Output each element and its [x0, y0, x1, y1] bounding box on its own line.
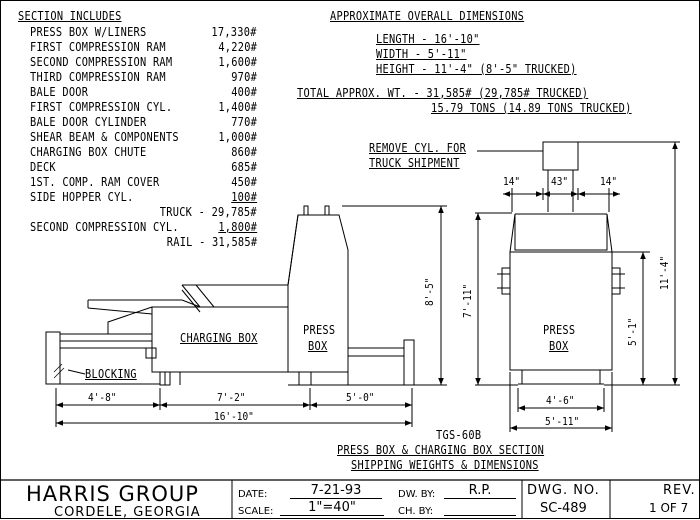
drawing-number-value: SC-489	[540, 501, 587, 516]
caption-line2: SHIPPING WEIGHTS & DIMENSIONS	[351, 458, 539, 472]
weight-item-label: SIDE HOPPER CYL.	[30, 190, 134, 204]
side-box-label: BOX	[308, 339, 328, 353]
remove-cyl-line2: TRUCK SHIPMENT	[369, 156, 460, 170]
second-compression-cyl-label: SECOND COMPRESSION CYL.	[30, 220, 179, 234]
checked-by-value	[444, 500, 516, 516]
drawn-by-value: R.P.	[444, 483, 516, 499]
weight-item-value: 770#	[231, 115, 257, 129]
weight-item-value: 970#	[231, 70, 257, 84]
end-box-label: BOX	[549, 339, 569, 353]
weight-item-label: FIRST COMPRESSION RAM	[30, 40, 166, 54]
weight-item-value: 860#	[231, 145, 257, 159]
weight-item-label: BALE DOOR CYLINDER	[30, 115, 147, 129]
weight-item-label: CHARGING BOX CHUTE	[30, 145, 147, 159]
dim-8-5: 8'-5"	[423, 277, 436, 306]
revision-label: REV.	[663, 483, 696, 498]
total-weight: TOTAL APPROX. WT. - 31,585# (29,785# TRU…	[297, 86, 589, 100]
second-compression-cyl-value: 1,800#	[218, 220, 257, 234]
revision-value: 1 OF 7	[649, 501, 689, 515]
section-includes-heading: SECTION INCLUDES	[18, 9, 122, 23]
weight-item-value: 1,000#	[218, 130, 257, 144]
caption-line1: PRESS BOX & CHARGING BOX SECTION	[337, 443, 545, 457]
total-tons: 15.79 TONS (14.89 TONS TRUCKED)	[431, 101, 632, 115]
weight-item-value: 100#	[231, 190, 257, 204]
weight-item-label: THIRD COMPRESSION RAM	[30, 70, 166, 84]
weight-item-value: 685#	[231, 160, 257, 174]
weight-item-value: 1,600#	[218, 55, 257, 69]
weight-item-label: DECK	[30, 160, 56, 174]
weight-item-value: 17,330#	[211, 25, 257, 39]
remove-cyl-line1: REMOVE CYL. FOR	[369, 141, 467, 155]
dim-4-8: 4'-8"	[88, 391, 117, 404]
dim-4-6: 4'-6"	[546, 394, 575, 407]
weight-item-label: SECOND COMPRESSION RAM	[30, 55, 173, 69]
dim-5-1: 5'-1"	[626, 317, 639, 346]
dim-11-4: 11'-4"	[658, 255, 671, 290]
dim-7-2: 7'-2"	[217, 391, 246, 404]
side-press-label: PRESS	[303, 323, 336, 337]
scale-label: SCALE:	[238, 506, 274, 517]
date-label: DATE:	[238, 489, 268, 500]
truck-weight: TRUCK - 29,785#	[159, 205, 257, 219]
company-name: HARRIS GROUP	[26, 482, 199, 506]
date-value: 7-21-93	[290, 483, 382, 499]
drawn-by-label: DW. BY:	[398, 489, 436, 500]
weight-item-value: 450#	[231, 175, 257, 189]
scale-value: 1"=40"	[280, 500, 384, 516]
weight-item-label: BALE DOOR	[30, 85, 89, 99]
dim-16-10: 16'-10"	[214, 410, 254, 423]
dim-5-11: 5'-11"	[545, 415, 580, 428]
company-location: CORDELE, GEORGIA	[54, 505, 201, 520]
drawing-number-label: DWG. NO.	[527, 483, 600, 498]
weight-item-label: SHEAR BEAM & COMPONENTS	[30, 130, 179, 144]
weight-item-label: FIRST COMPRESSION CYL.	[30, 100, 173, 114]
dim-43-center: 43"	[551, 175, 569, 188]
weight-item-label: 1ST. COMP. RAM COVER	[30, 175, 160, 189]
weight-item-value: 4,220#	[218, 40, 257, 54]
weight-item-value: 400#	[231, 85, 257, 99]
end-press-label: PRESS	[543, 323, 576, 337]
overall-dimensions-heading: APPROXIMATE OVERALL DIMENSIONS	[330, 9, 525, 23]
checked-by-label: CH. BY:	[398, 506, 434, 517]
weight-item-label: PRESS BOX W/LINERS	[30, 25, 147, 39]
charging-box-label: CHARGING BOX	[180, 331, 258, 345]
overall-height: HEIGHT - 11'-4" (8'-5" TRUCKED)	[376, 62, 577, 76]
dim-7-11: 7'-11"	[461, 283, 474, 318]
overall-length: LENGTH - 16'-10"	[376, 32, 480, 46]
dim-14-right: 14"	[600, 175, 618, 188]
model-number: TGS-60B	[436, 428, 482, 442]
dim-14-left: 14"	[503, 175, 521, 188]
weight-item-value: 1,400#	[218, 100, 257, 114]
rail-weight: RAIL - 31,585#	[166, 235, 257, 249]
dim-5-0: 5'-0"	[346, 391, 375, 404]
blocking-label: BLOCKING	[85, 367, 137, 381]
overall-width: WIDTH - 5'-11"	[376, 47, 467, 61]
